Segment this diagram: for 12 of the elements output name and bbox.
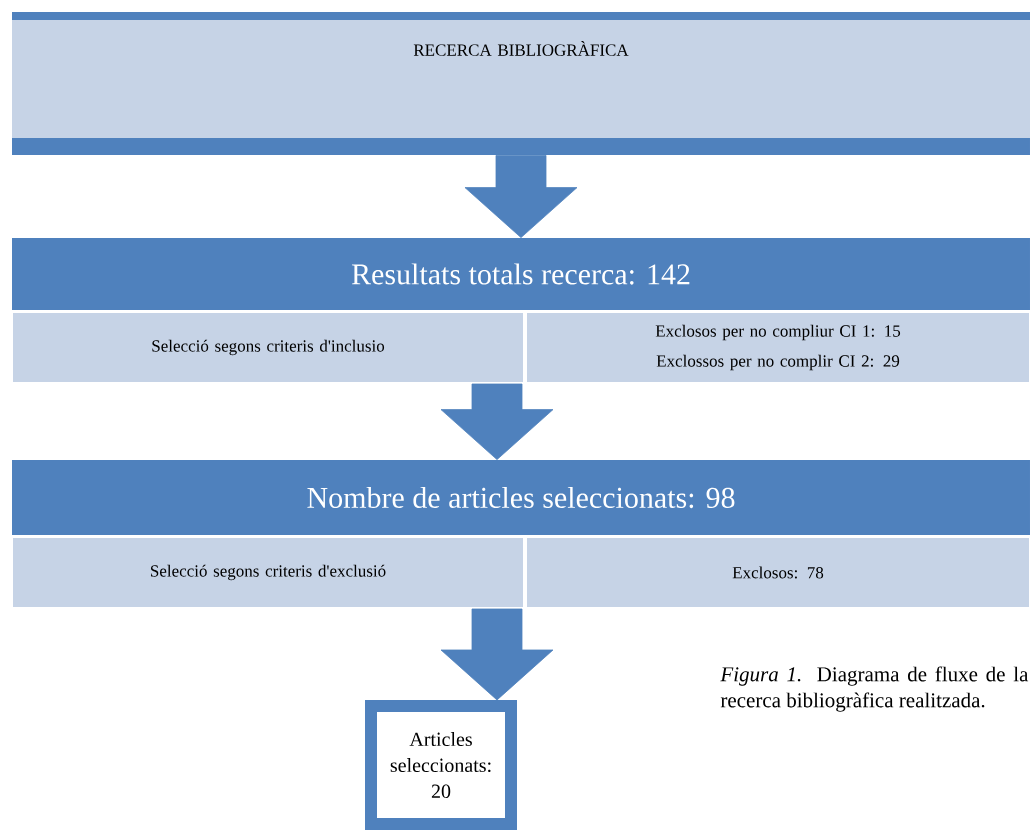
process-box: Selecció segons criteris d'inclusio bbox=[11, 311, 525, 384]
arrow bbox=[440, 608, 554, 701]
process-box: Exclosos: 78 bbox=[525, 536, 1030, 609]
process-box: RECERCA BIBLIOGRÀFICA bbox=[12, 12, 1030, 155]
process-box: Selecció segons criteris d'exclusió bbox=[11, 536, 525, 609]
process-box: Exclosos per no compliur CI 1: 15 Exclossos per no complir CI 2: 29 bbox=[525, 311, 1030, 384]
caption: Figura 1. Diagrama de fluxe de la recerca bibliogràfica realitzada. bbox=[720, 666, 1029, 712]
heading-band: Nombre de articles seleccionats: 98 bbox=[12, 460, 1030, 535]
result-box: Articles seleccionats: 20 bbox=[365, 700, 517, 830]
arrow bbox=[440, 383, 554, 460]
arrow bbox=[464, 155, 578, 238]
heading-band: Resultats totals recerca: 142 bbox=[12, 238, 1030, 310]
